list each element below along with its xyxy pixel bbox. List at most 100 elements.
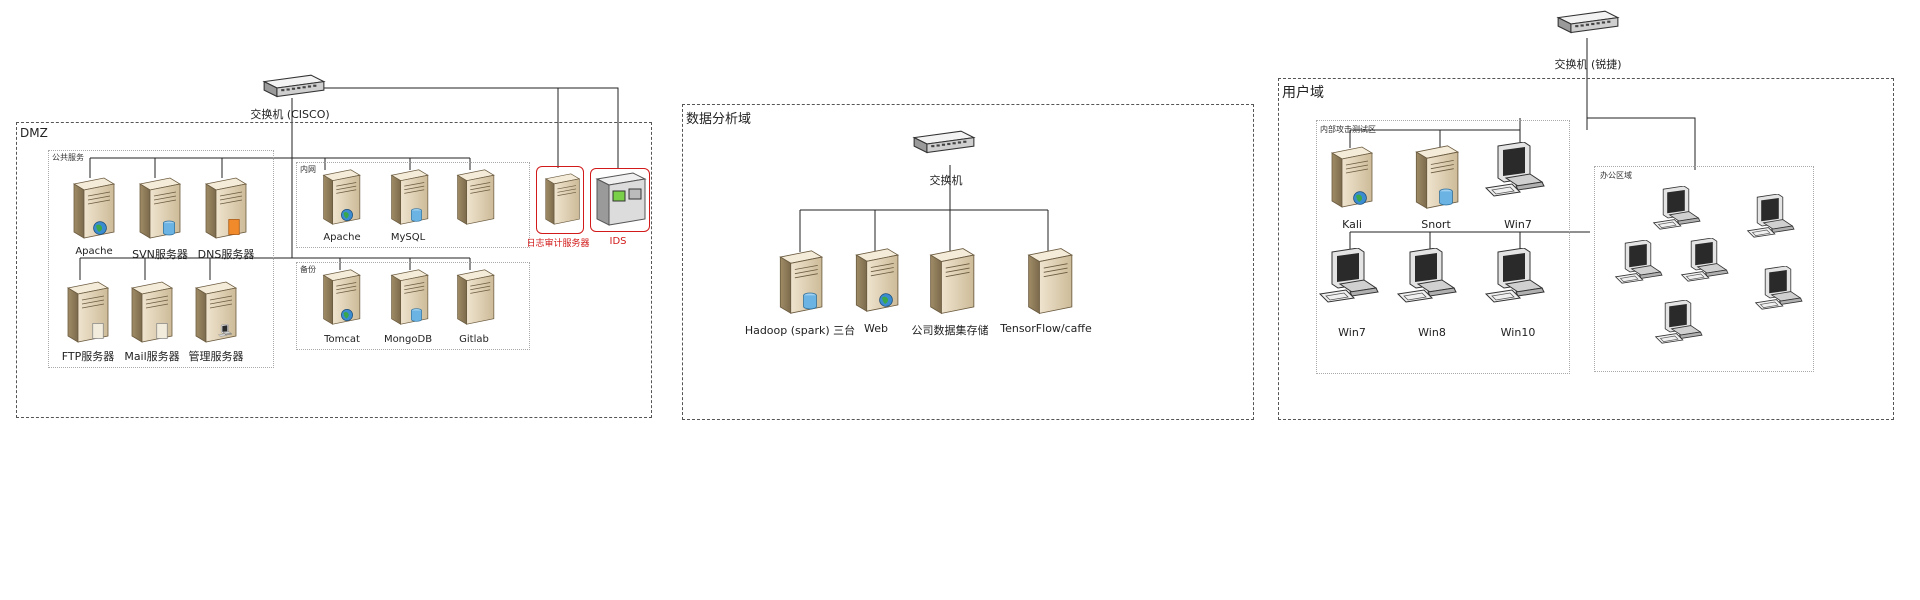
server-icon [539, 169, 581, 229]
backup-group [296, 262, 530, 350]
user-top-switch-icon[interactable] [1556, 10, 1620, 38]
ids-label: IDS [609, 236, 627, 247]
mail-server[interactable] [124, 280, 174, 344]
dmz-switch-label: 交换机 (CISCO) [250, 108, 330, 121]
database-icon [802, 292, 818, 310]
snort-server[interactable] [1408, 142, 1460, 212]
server-icon [66, 176, 116, 240]
globe-icon [92, 220, 108, 236]
globe-icon [340, 208, 354, 222]
internal-attack-group [1316, 120, 1570, 374]
document-icon [228, 218, 240, 236]
office-pc-icon[interactable] [1754, 266, 1810, 314]
storage-server[interactable] [922, 246, 976, 316]
database-icon [410, 308, 423, 322]
svn-server[interactable] [132, 176, 182, 240]
server-icon [384, 268, 430, 326]
globe-icon [1352, 190, 1368, 206]
win8-label: Win8 [1418, 326, 1446, 339]
apache-label: Apache [75, 246, 113, 257]
dmz-zone-label: DMZ [20, 126, 48, 140]
svn-label: SVN服务器 [132, 248, 188, 261]
ftp-server[interactable] [60, 280, 110, 344]
tensorflow-server[interactable] [1020, 246, 1074, 316]
server-icon [198, 176, 248, 240]
snort-label: Snort [1421, 218, 1451, 231]
database-icon [410, 208, 423, 222]
analysis-switch-label: 交换机 [929, 174, 963, 187]
backup-group-label: 备份 [300, 265, 316, 274]
mongodb-label: MongoDB [383, 334, 433, 345]
win7-pc-icon[interactable] [1318, 248, 1388, 308]
analysis-zone [682, 104, 1254, 420]
hadoop-server[interactable] [772, 248, 824, 316]
intranet-group-label: 内网 [300, 165, 316, 174]
user-zone [1278, 78, 1894, 420]
paper-icon [92, 322, 104, 340]
office-pc-icon[interactable] [1652, 186, 1708, 234]
server-icon [384, 168, 430, 226]
user-zone-label: 用户域 [1282, 85, 1324, 101]
database-icon [162, 220, 176, 236]
office-pc-icon[interactable] [1614, 240, 1670, 288]
win10-pc-icon[interactable] [1484, 248, 1554, 308]
mysql-server[interactable] [384, 168, 430, 226]
dns-server[interactable] [198, 176, 248, 240]
internal-attack-label: 内部攻击测试区 [1320, 125, 1376, 134]
storage-label: 公司数据集存储 [911, 324, 989, 337]
web-label: Web [864, 322, 888, 335]
server-icon [450, 268, 496, 326]
analysis-zone-label: 数据分析域 [686, 112, 752, 127]
public-services-label: 公共服务 [52, 153, 84, 162]
manage-label: 管理服务器 [188, 350, 244, 363]
database-icon [1438, 188, 1454, 206]
hadoop-label: Hadoop (spark) 三台 [744, 324, 856, 337]
server-icon [450, 168, 496, 226]
apache-server[interactable] [66, 176, 116, 240]
kali-label: Kali [1342, 218, 1362, 231]
dns-label: DNS服务器 [197, 248, 255, 261]
kali-server[interactable] [1324, 142, 1374, 212]
server-icon [922, 246, 976, 316]
mail-label: Mail服务器 [124, 350, 180, 363]
intranet-server-3[interactable] [450, 168, 496, 226]
web-server[interactable] [848, 246, 900, 314]
server-icon [1020, 246, 1074, 316]
mysql-label: MySQL [390, 232, 426, 243]
ftp-label: FTP服务器 [61, 350, 115, 363]
apache-intranet-label: Apache [323, 232, 361, 243]
win8-pc-icon[interactable] [1396, 248, 1466, 308]
manage-server[interactable] [188, 280, 238, 344]
log-audit-server[interactable] [536, 166, 584, 234]
tensorflow-label: TensorFlow/caffe [1000, 322, 1092, 335]
mail-icon [156, 322, 168, 340]
tomcat-label: Tomcat [324, 334, 360, 345]
office-group-label: 办公区域 [1600, 171, 1632, 180]
server-icon [316, 168, 362, 226]
monitor-icon [218, 324, 234, 338]
office-pc-icon[interactable] [1680, 238, 1736, 286]
globe-icon [878, 292, 894, 308]
ids-device[interactable] [590, 168, 650, 232]
office-group [1594, 166, 1814, 372]
dmz-switch-icon[interactable] [262, 74, 326, 102]
win7-label: Win7 [1338, 326, 1366, 339]
dmz-zone [16, 122, 652, 418]
gitlab-label: Gitlab [459, 334, 489, 345]
apache-intranet-server[interactable] [316, 168, 362, 226]
office-pc-icon[interactable] [1746, 194, 1802, 242]
mongodb-server[interactable] [384, 268, 430, 326]
tomcat-server[interactable] [316, 268, 362, 326]
office-pc-icon[interactable] [1654, 300, 1710, 348]
win10-label: Win10 [1500, 326, 1536, 339]
globe-icon [340, 308, 354, 322]
gitlab-server[interactable] [450, 268, 496, 326]
intranet-group [296, 162, 530, 248]
server-icon [316, 268, 362, 326]
log-audit-label: 日志审计服务器 [526, 239, 590, 249]
win7-top-pc-icon[interactable] [1484, 142, 1554, 202]
analysis-switch-icon[interactable] [912, 130, 976, 158]
user-top-switch-label: 交换机 (锐捷) [1554, 58, 1622, 71]
public-services-group [48, 150, 274, 368]
